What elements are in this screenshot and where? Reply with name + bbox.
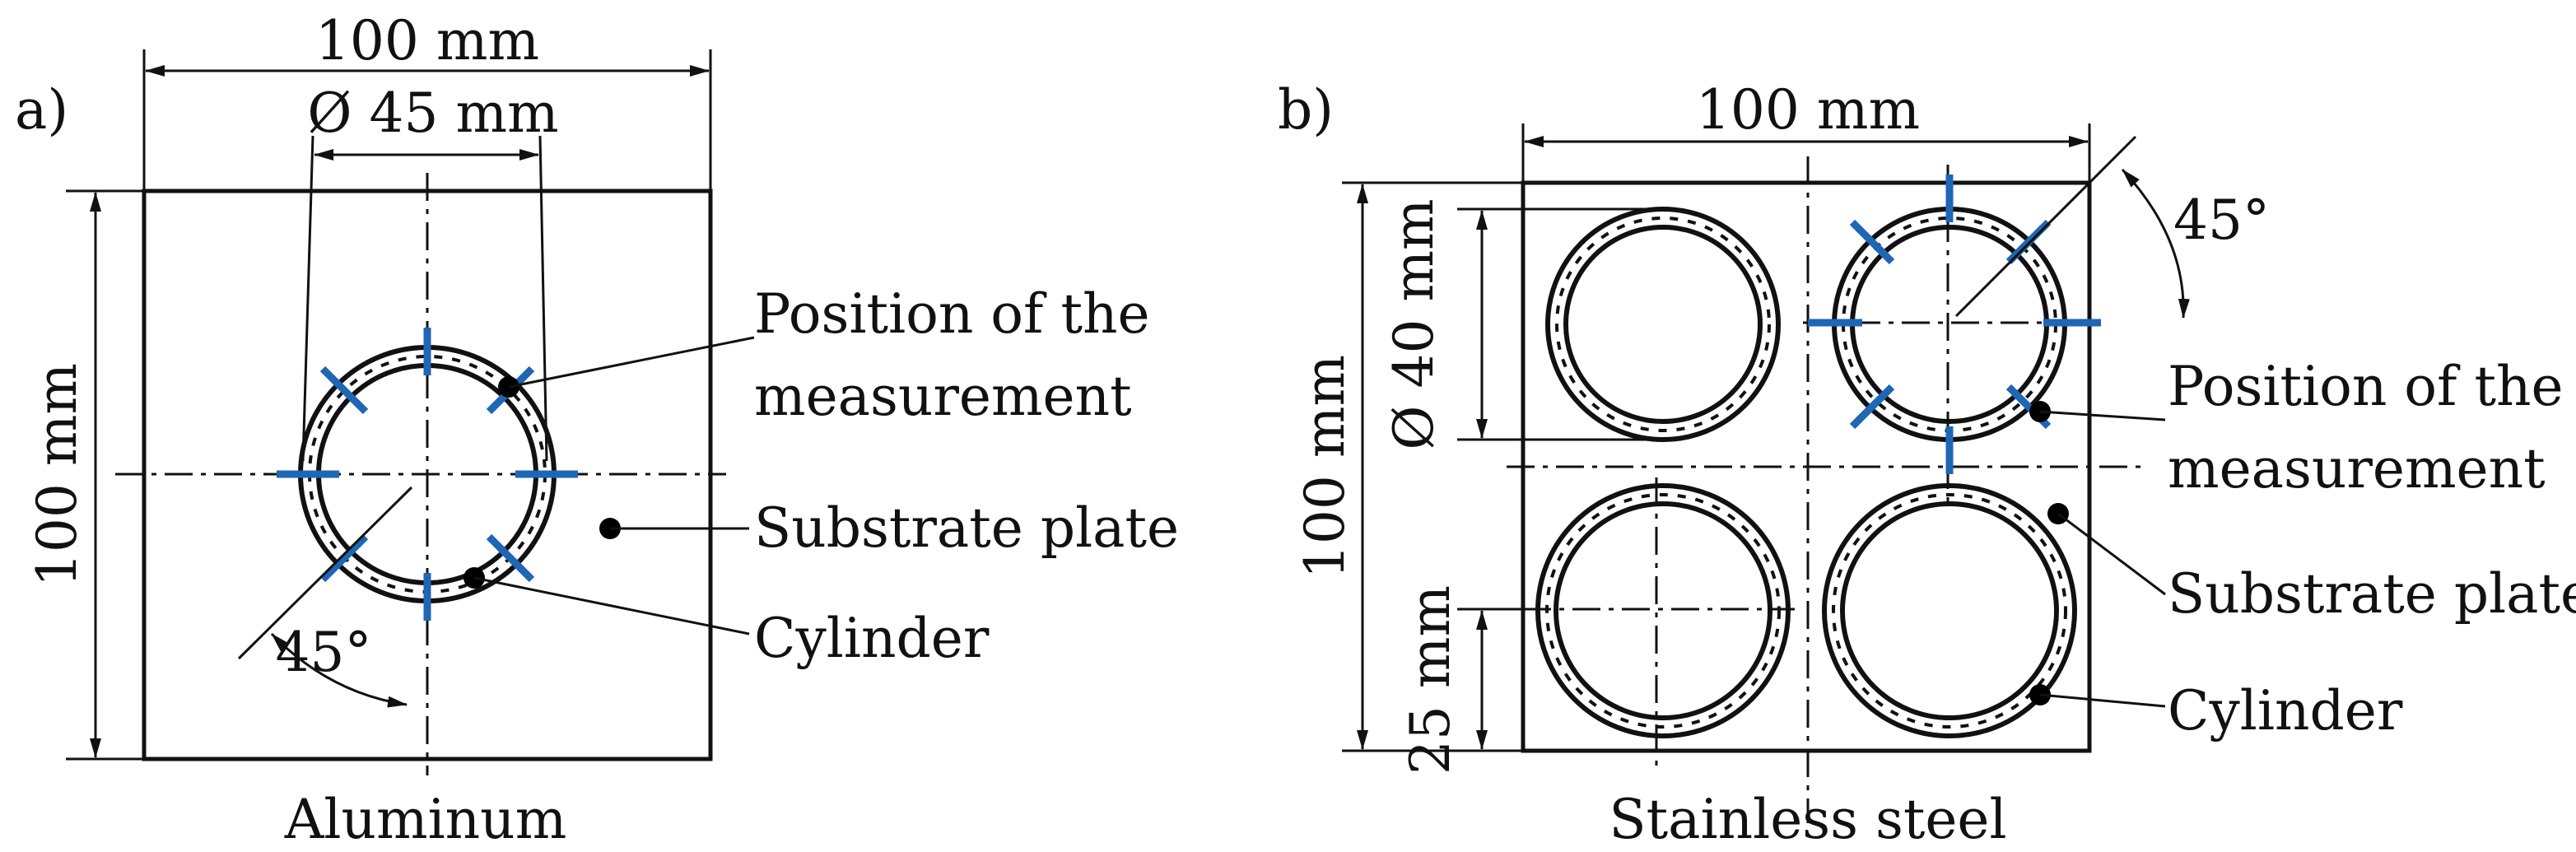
panel-b-cylinder-bottom-left	[1535, 483, 1791, 738]
panel-b-cylinder-label: Cylinder	[2168, 679, 2403, 743]
panel-b-cylinder-leader	[2039, 693, 2166, 708]
panel-b-cylinder-bl-inner-wall	[1554, 501, 1772, 720]
panel-a-substrate-label: Substrate plate	[754, 496, 1179, 560]
panel-b-cylinder-br-hatch	[1832, 493, 2067, 729]
panel-a-material-label: Aluminum	[284, 788, 567, 851]
panel-a-diameter-label: Ø 45 mm	[307, 81, 558, 145]
panel-b-position-leader	[2039, 410, 2166, 421]
panel-b-tag: b)	[1278, 78, 1334, 142]
panel-b-position-label-1: Position of the	[2168, 355, 2564, 418]
panel-b: b) 100 mm 100 mm Ø 40 mm 25 mm	[1278, 78, 2576, 851]
panel-a-cylinder-leader	[473, 576, 750, 636]
panel-b-offset-label: 25 mm	[1399, 585, 1462, 775]
panel-b-width-label: 100 mm	[1696, 78, 1920, 142]
panel-a-width-label: 100 mm	[315, 9, 539, 72]
panel-a-position-label-1: Position of the	[754, 282, 1150, 346]
panel-a-angle-label: 45°	[276, 621, 372, 684]
panel-b-cylinder-bl-outer-wall	[1535, 483, 1791, 738]
panel-b-cylinder-tl-outer-wall	[1545, 207, 1781, 442]
panel-b-angle-diagonal	[1954, 135, 2137, 318]
panel-b-material-label: Stainless steel	[1609, 788, 2006, 851]
panel-a-mark-top-left	[319, 365, 369, 415]
panel-b-angle-arc	[2121, 168, 2190, 319]
panel-b-angle-label: 45°	[2173, 189, 2270, 252]
panel-a-mark-bottom-left	[319, 533, 369, 583]
panel-a-position-leader	[508, 336, 755, 389]
panel-b-cylinder-br-outer-wall	[1822, 483, 2077, 738]
panel-a-tag: a)	[15, 78, 68, 142]
panel-a-measurement-marks	[277, 328, 578, 621]
panel-b-position-label-2: measurement	[2168, 437, 2546, 500]
panel-a-angle-diagonal	[237, 486, 413, 660]
panel-a-cylinder-label: Cylinder	[754, 607, 990, 670]
panel-b-cylinder-bl-hatch	[1545, 493, 1781, 729]
panel-a-diameter-extension-left	[301, 135, 314, 462]
panel-b-mark-top-left	[1849, 219, 1895, 265]
panel-b-substrate-leader	[2057, 512, 2166, 596]
panel-b-substrate-label: Substrate plate	[2168, 562, 2576, 626]
panel-a-mark-bottom-right	[486, 533, 535, 583]
panel-b-cylinder-tl-hatch	[1555, 216, 1771, 432]
panel-a-position-label-2: measurement	[754, 365, 1132, 428]
panel-b-cylinder-bottom-right	[1822, 483, 2077, 738]
panel-b-cylinder-tl-inner-wall	[1563, 225, 1763, 424]
panel-b-height-label: 100 mm	[1293, 355, 1357, 579]
panel-b-cylinder-top-left	[1545, 207, 1781, 442]
panel-b-diameter-label: Ø 40 mm	[1382, 198, 1446, 449]
panel-a-height-label: 100 mm	[26, 363, 89, 587]
panel-b-mark-bottom-left	[1849, 384, 1895, 430]
panel-a-diameter-extension-right	[538, 135, 548, 462]
panel-a: a) 100 mm Ø 45 mm 100 mm	[15, 9, 1179, 851]
panel-b-measurement-marks	[1808, 175, 2101, 474]
panel-b-cylinder-br-inner-wall	[1840, 501, 2059, 720]
panel-a-angle-arc	[270, 632, 408, 708]
